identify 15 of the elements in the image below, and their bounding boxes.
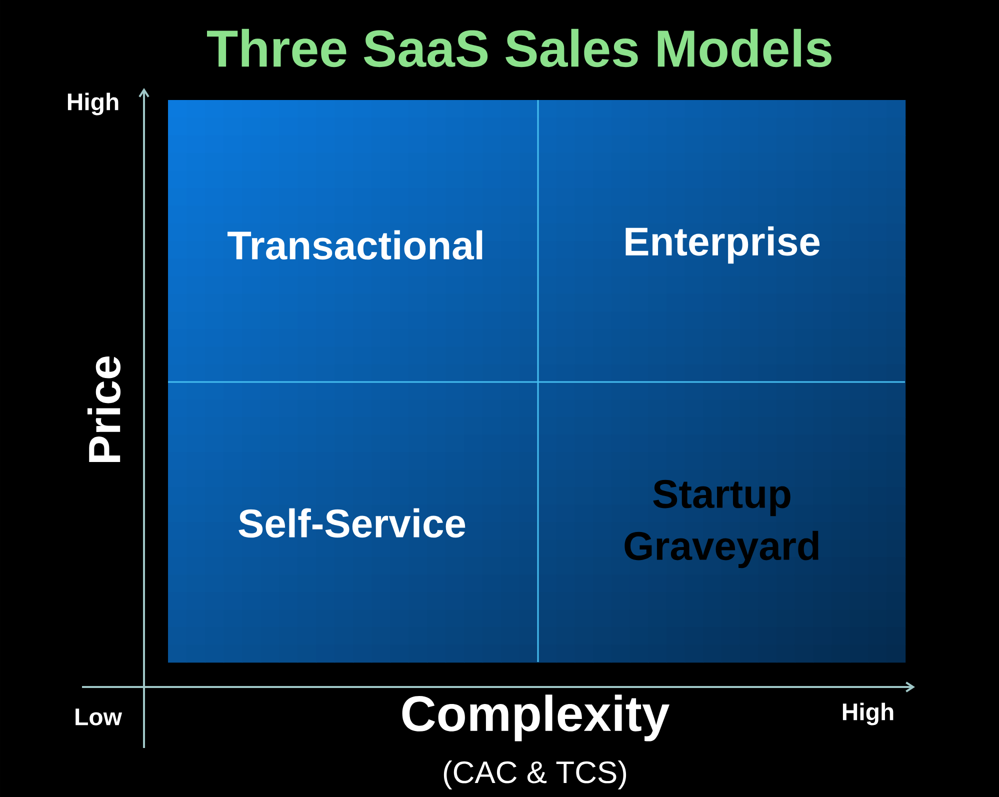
node-label: Transactional [228,230,482,260]
node-label: Self-Service [238,508,466,538]
axis-title: Price [87,356,121,462]
axis-label: High [68,92,118,116]
quadrant-box: Self-Service [168,382,539,663]
quadrant-box: Transactional [168,100,539,383]
title: Three SaaS Sales Models [207,28,832,68]
axis-label: High [842,702,894,726]
axis-label: Low [76,708,122,726]
axis-title: Complexity [402,694,670,742]
axis-subtitle: (CAC & TCS) [444,760,626,790]
node-label: Enterprise [626,226,820,264]
quadrant-box: Startup Graveyard [538,382,906,663]
node-label: Startup Graveyard [624,480,818,568]
quadrant-box: Enterprise [538,100,906,383]
